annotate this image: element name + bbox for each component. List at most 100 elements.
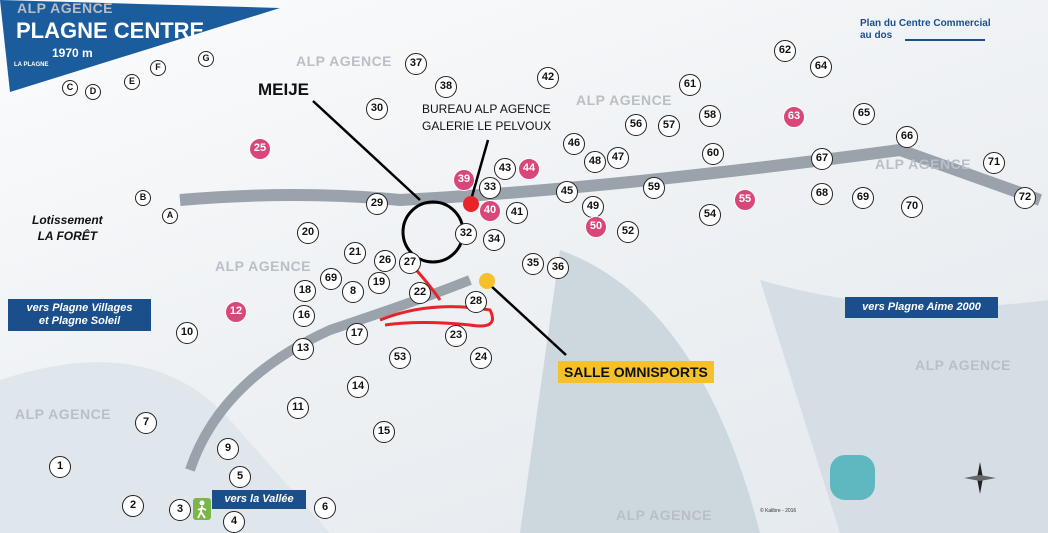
building-marker[interactable]: 65: [853, 103, 875, 125]
building-marker[interactable]: 69: [320, 268, 342, 290]
building-marker[interactable]: 29: [366, 193, 388, 215]
building-marker[interactable]: 19: [368, 272, 390, 294]
building-marker[interactable]: 38: [435, 76, 457, 98]
title-banner: [0, 0, 280, 92]
building-marker[interactable]: F: [150, 60, 166, 76]
building-marker[interactable]: 14: [347, 376, 369, 398]
building-marker[interactable]: 12: [225, 301, 247, 323]
building-marker[interactable]: 41: [506, 202, 528, 224]
building-marker[interactable]: 67: [811, 148, 833, 170]
building-marker[interactable]: G: [198, 51, 214, 67]
building-marker[interactable]: 35: [522, 253, 544, 275]
building-marker[interactable]: 7: [135, 412, 157, 434]
building-marker[interactable]: 21: [344, 242, 366, 264]
building-marker[interactable]: D: [85, 84, 101, 100]
building-marker[interactable]: 69: [852, 187, 874, 209]
building-marker[interactable]: 56: [625, 114, 647, 136]
building-marker[interactable]: 30: [366, 98, 388, 120]
building-marker[interactable]: 66: [896, 126, 918, 148]
salle-dot: [479, 273, 495, 289]
plan-note-line2: au dos: [860, 30, 893, 41]
building-marker[interactable]: 59: [643, 177, 665, 199]
building-marker[interactable]: 55: [734, 189, 756, 211]
building-marker[interactable]: A: [162, 208, 178, 224]
building-marker[interactable]: 33: [479, 177, 501, 199]
building-marker[interactable]: 2: [122, 495, 144, 517]
building-marker[interactable]: 40: [479, 200, 501, 222]
building-marker[interactable]: 60: [702, 143, 724, 165]
building-marker[interactable]: 13: [292, 338, 314, 360]
building-marker[interactable]: B: [135, 190, 151, 206]
building-marker[interactable]: 42: [537, 67, 559, 89]
direction-vallee[interactable]: vers la Vallée: [212, 490, 306, 509]
hiker-icon: [193, 498, 211, 520]
building-marker[interactable]: 43: [494, 158, 516, 180]
building-marker[interactable]: 61: [679, 74, 701, 96]
building-marker[interactable]: 54: [699, 204, 721, 226]
building-marker[interactable]: 20: [297, 222, 319, 244]
plan-note-line1: Plan du Centre Commercial: [860, 18, 991, 29]
building-marker[interactable]: 71: [983, 152, 1005, 174]
building-marker[interactable]: 22: [409, 282, 431, 304]
building-marker[interactable]: 3: [169, 499, 191, 521]
building-marker[interactable]: 70: [901, 196, 923, 218]
building-marker[interactable]: 58: [699, 105, 721, 127]
building-marker[interactable]: 5: [229, 466, 251, 488]
watermark: ALP AGENCE: [576, 92, 673, 108]
building-marker[interactable]: 52: [617, 221, 639, 243]
building-marker[interactable]: 24: [470, 347, 492, 369]
building-marker[interactable]: 27: [399, 252, 421, 274]
building-marker[interactable]: 49: [582, 196, 604, 218]
building-marker[interactable]: 63: [783, 106, 805, 128]
building-marker[interactable]: 23: [445, 325, 467, 347]
watermark: ALP AGENCE: [875, 156, 972, 172]
building-marker[interactable]: 72: [1014, 187, 1036, 209]
building-marker[interactable]: 25: [249, 138, 271, 160]
direction-aime-2000[interactable]: vers Plagne Aime 2000: [845, 297, 998, 318]
building-marker[interactable]: 64: [810, 56, 832, 78]
building-marker[interactable]: 1: [49, 456, 71, 478]
building-marker[interactable]: 48: [584, 151, 606, 173]
salle-omnisports-label: SALLE OMNISPORTS: [558, 361, 714, 383]
building-marker[interactable]: E: [124, 74, 140, 90]
building-marker[interactable]: C: [62, 80, 78, 96]
building-marker[interactable]: 10: [176, 322, 198, 344]
building-marker[interactable]: 6: [314, 497, 336, 519]
building-marker[interactable]: 8: [342, 281, 364, 303]
bureau-line1: BUREAU ALP AGENCE: [422, 102, 551, 116]
building-marker[interactable]: 37: [405, 53, 427, 75]
watermark: ALP AGENCE: [215, 258, 312, 274]
lotissement-label: Lotissement LA FORÊT: [32, 212, 103, 244]
page-title: PLAGNE CENTRE: [16, 18, 205, 43]
building-marker[interactable]: 68: [811, 183, 833, 205]
building-marker[interactable]: 28: [465, 291, 487, 313]
building-marker[interactable]: 62: [774, 40, 796, 62]
building-marker[interactable]: 46: [563, 133, 585, 155]
building-marker[interactable]: 47: [607, 147, 629, 169]
direction-villages-line2: et Plagne Soleil: [38, 315, 121, 327]
building-marker[interactable]: 9: [217, 438, 239, 460]
watermark: ALP AGENCE: [616, 507, 713, 523]
building-marker[interactable]: 4: [223, 511, 245, 533]
building-marker[interactable]: 36: [547, 257, 569, 279]
building-marker[interactable]: 17: [346, 323, 368, 345]
building-marker[interactable]: 57: [658, 115, 680, 137]
la-plagne-logo: LA PLAGNE: [14, 62, 49, 68]
building-marker[interactable]: 26: [374, 250, 396, 272]
watermark: ALP AGENCE: [915, 357, 1012, 373]
building-marker[interactable]: 15: [373, 421, 395, 443]
building-marker[interactable]: 53: [389, 347, 411, 369]
building-marker[interactable]: 16: [293, 305, 315, 327]
building-marker[interactable]: 39: [453, 169, 475, 191]
building-marker[interactable]: 32: [455, 223, 477, 245]
bureau-dot: [463, 196, 479, 212]
bureau-label: BUREAU ALP AGENCE GALERIE LE PELVOUX: [422, 101, 551, 135]
direction-villages[interactable]: vers Plagne Villages et Plagne Soleil: [8, 299, 151, 331]
building-marker[interactable]: 45: [556, 181, 578, 203]
building-marker[interactable]: 44: [518, 158, 540, 180]
building-marker[interactable]: 11: [287, 397, 309, 419]
building-marker[interactable]: 18: [294, 280, 316, 302]
building-marker[interactable]: 50: [585, 216, 607, 238]
building-marker[interactable]: 34: [483, 229, 505, 251]
